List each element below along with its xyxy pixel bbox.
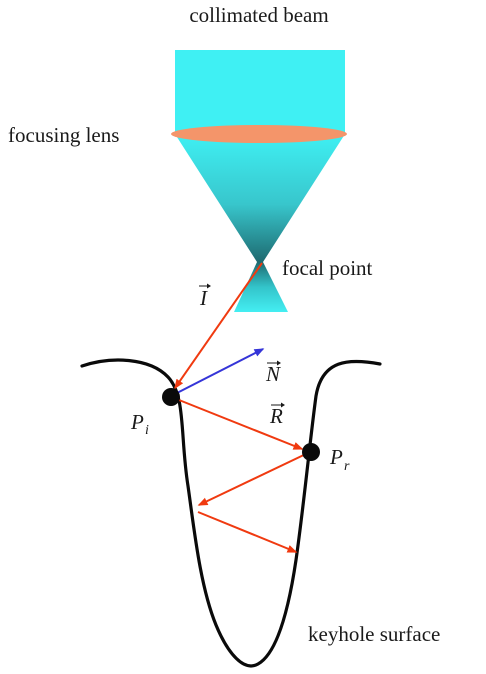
focusing-lens-label: focusing lens xyxy=(8,123,119,147)
reflected-ray-1 xyxy=(173,397,304,450)
point-pi-subscript: i xyxy=(145,423,149,438)
point-pr-label: P r xyxy=(329,445,350,474)
collimated-beam xyxy=(175,50,345,136)
collimated-beam-label: collimated beam xyxy=(189,3,328,27)
vector-n-label: N xyxy=(265,360,281,386)
vector-i-arrowhead xyxy=(207,283,211,289)
focal-point-label: focal point xyxy=(282,256,373,280)
vector-n-arrowhead xyxy=(277,360,281,366)
point-pr xyxy=(302,443,320,461)
focusing-lens xyxy=(171,125,347,143)
vector-r-arrowhead xyxy=(281,402,285,408)
incident-ray xyxy=(174,262,263,390)
point-pr-letter: P xyxy=(329,445,343,469)
point-pi-letter: P xyxy=(130,410,144,434)
reflected-ray-2 xyxy=(197,451,311,506)
point-pr-subscript: r xyxy=(344,459,350,474)
point-pi-label: P i xyxy=(130,410,149,438)
vector-i-label: I xyxy=(199,283,211,310)
vector-n-symbol: N xyxy=(265,362,281,386)
vector-i-symbol: I xyxy=(199,286,208,310)
keyhole-surface xyxy=(80,358,382,668)
keyhole-surface-label: keyhole surface xyxy=(308,622,440,646)
normal-vector xyxy=(174,348,265,395)
vector-r-symbol: R xyxy=(269,404,283,428)
converging-cone xyxy=(175,134,345,262)
reflected-ray-3 xyxy=(197,511,298,553)
diverging-cone xyxy=(234,262,288,312)
point-pi xyxy=(162,388,180,406)
vector-r-label: R xyxy=(269,402,285,428)
